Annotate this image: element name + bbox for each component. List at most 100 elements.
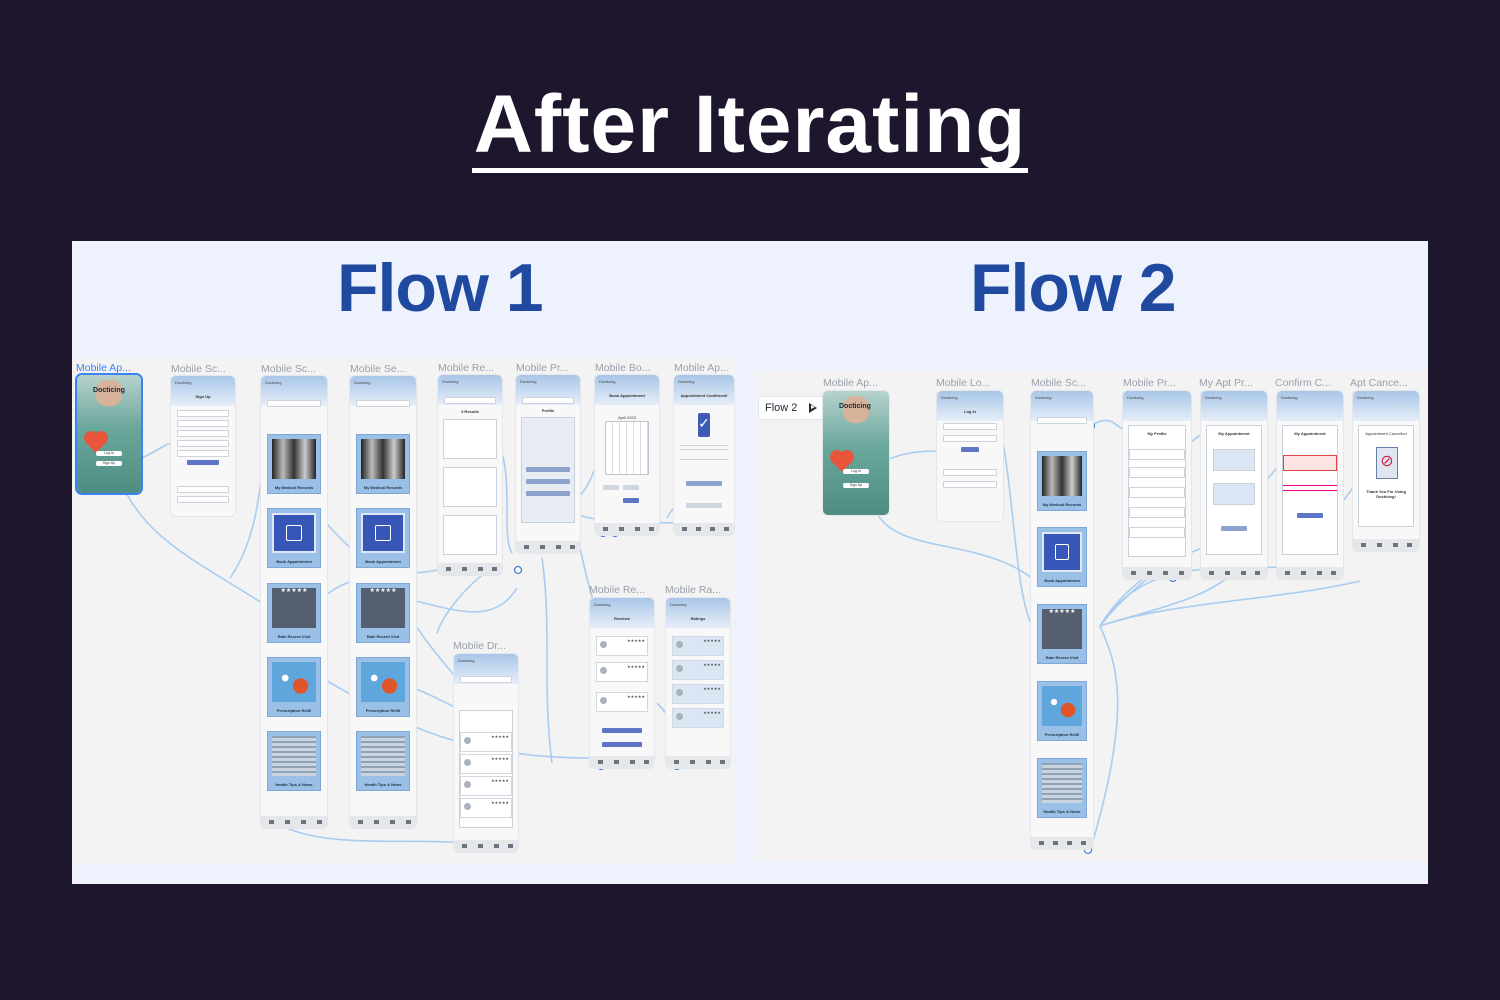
rating-item[interactable] (672, 708, 724, 728)
tile-rate-visit[interactable]: Rate Recent Visit (1037, 604, 1087, 664)
facebook-login[interactable] (943, 469, 997, 476)
login-button[interactable]: Log In (842, 469, 870, 474)
search-input[interactable] (460, 676, 512, 683)
menu-bookings[interactable] (1129, 527, 1185, 538)
time-slot[interactable] (603, 485, 619, 490)
search-input[interactable] (267, 400, 321, 407)
frame-label-results[interactable]: Mobile Re... (438, 362, 495, 374)
doctor-card[interactable] (443, 467, 497, 507)
frame-label-apt-cancelled[interactable]: Apt Cance... (1350, 377, 1408, 389)
tile-medical-records[interactable]: My Medical Records (356, 434, 410, 494)
frame-label-my-apt[interactable]: My Apt Pr... (1199, 377, 1253, 389)
calendar-grid[interactable] (605, 421, 649, 475)
reviews-row[interactable] (526, 467, 570, 472)
frame-results[interactable]: Docticing 3 Results (438, 375, 502, 575)
login-submit-button[interactable] (961, 447, 979, 452)
leave-review-button[interactable] (602, 728, 642, 733)
frame-confirmed[interactable]: Docticing Appointment Confirmed! (674, 375, 734, 535)
bottom-nav[interactable] (1123, 567, 1191, 579)
tile-medical-records[interactable]: My Medical Records (1037, 451, 1087, 511)
frame-reviews[interactable]: Docticing Reviews (590, 598, 654, 768)
frame-label-signup[interactable]: Mobile Sc... (171, 363, 226, 375)
frame-label-confirm-cancel[interactable]: Confirm C... (1275, 377, 1332, 389)
email-field[interactable] (943, 423, 997, 430)
tile-prescription-refill[interactable]: Prescription Refill (267, 657, 321, 717)
doctor-card[interactable] (443, 419, 497, 459)
create-account-button[interactable] (187, 460, 219, 465)
tile-health-news[interactable]: Health Tips & News (267, 731, 321, 791)
tile-rate-visit[interactable]: Rate Recent Visit (356, 583, 410, 643)
frame-label-profile[interactable]: Mobile Pr... (1123, 377, 1176, 389)
frame-signup[interactable]: Docticing Sign Up (171, 376, 235, 516)
bottom-nav[interactable] (590, 756, 654, 768)
menu-insurance[interactable] (1129, 487, 1185, 498)
frame-label-mobile-app[interactable]: Mobile Ap... (76, 362, 131, 374)
frame-label-home[interactable]: Mobile Sc... (1031, 377, 1086, 389)
menu-appointments[interactable] (1129, 449, 1185, 460)
search-input[interactable] (444, 397, 496, 404)
phone-field[interactable] (177, 430, 229, 437)
rating-item[interactable] (672, 660, 724, 680)
frame-label-doctors[interactable]: Mobile Dr... (453, 640, 507, 652)
cancel-appointment-button[interactable] (686, 503, 722, 508)
frame-label-profile[interactable]: Mobile Pr... (516, 362, 569, 374)
bottom-nav[interactable] (516, 541, 580, 553)
menu-reviews[interactable] (1129, 507, 1185, 518)
menu-doctors[interactable] (1129, 467, 1185, 478)
frame-label-mobile-app[interactable]: Mobile Ap... (823, 377, 878, 389)
doctor-card[interactable] (443, 515, 497, 555)
frame-my-appointment[interactable]: Docticing My Appointment (1201, 391, 1267, 579)
bottom-nav[interactable] (1201, 567, 1267, 579)
time-slot-selected[interactable] (623, 498, 639, 503)
bottom-nav[interactable] (261, 816, 327, 828)
bottom-nav[interactable] (1353, 539, 1419, 551)
frame-label-booking[interactable]: Mobile Bo... (595, 362, 651, 374)
doctor-item[interactable] (460, 754, 512, 774)
frame-my-doctors[interactable]: Docticing My Doctors (454, 654, 518, 852)
frame-label-confirmed[interactable]: Mobile Ap... (674, 362, 729, 374)
tile-book-appointment[interactable]: Book Appointment (267, 508, 321, 568)
tile-medical-records[interactable]: My Medical Records (267, 434, 321, 494)
bottom-nav[interactable] (1277, 567, 1343, 579)
tile-health-news[interactable]: Health Tips & News (1037, 758, 1087, 818)
email-field[interactable] (177, 420, 229, 427)
bottom-nav[interactable] (674, 523, 734, 535)
ok-button[interactable] (1297, 513, 1323, 518)
tile-prescription-refill[interactable]: Prescription Refill (1037, 681, 1087, 741)
search-input[interactable] (522, 397, 574, 404)
bottom-nav[interactable] (595, 523, 659, 535)
insurance-row[interactable] (526, 479, 570, 484)
signup-button[interactable]: Sign Up (96, 461, 122, 466)
frame-confirm-cancel[interactable]: Docticing My Appointment (1277, 391, 1343, 579)
leave-rating-button[interactable] (602, 742, 642, 747)
add-to-reminder-button[interactable] (686, 481, 722, 486)
frame-search[interactable]: Docticing My Medical Records Book Appoin… (350, 376, 416, 828)
confirm-field[interactable] (177, 450, 229, 457)
bottom-nav[interactable] (438, 563, 502, 575)
doctor-item[interactable] (460, 732, 512, 752)
rating-item[interactable] (672, 684, 724, 704)
tile-health-news[interactable]: Health Tips & News (356, 731, 410, 791)
frame-splash[interactable]: Docticing Log In Sign Up (75, 373, 143, 495)
search-input[interactable] (1037, 417, 1087, 424)
cancel-apt-button[interactable] (1221, 526, 1247, 531)
search-input[interactable] (356, 400, 410, 407)
tile-rate-visit[interactable]: Rate Recent Visit (267, 583, 321, 643)
frame-ratings[interactable]: Docticing Ratings (666, 598, 730, 768)
frame-home[interactable]: Docticing My Medical Records Book Appoin… (1031, 391, 1093, 849)
frame-label-reviews[interactable]: Mobile Re... (589, 584, 646, 596)
facebook-signup[interactable] (177, 486, 229, 493)
doctor-item[interactable] (460, 798, 512, 818)
tile-prescription-refill[interactable]: Prescription Refill (356, 657, 410, 717)
login-button[interactable]: Log In (96, 451, 122, 456)
flow-start-tag[interactable]: Flow 2 (759, 397, 825, 419)
bottom-nav[interactable] (666, 756, 730, 768)
frame-my-profile[interactable]: Docticing My Profile (1123, 391, 1191, 579)
bottom-nav[interactable] (454, 840, 518, 852)
tile-book-appointment[interactable]: Book Appointment (356, 508, 410, 568)
flow-2-canvas[interactable]: Flow 2 Mobile Ap... Docticing Log In Sig… (755, 371, 1428, 861)
tile-book-appointment[interactable]: Book Appointment (1037, 527, 1087, 587)
password-field[interactable] (177, 440, 229, 447)
name-field[interactable] (177, 410, 229, 417)
frame-label-home[interactable]: Mobile Sc... (261, 363, 316, 375)
